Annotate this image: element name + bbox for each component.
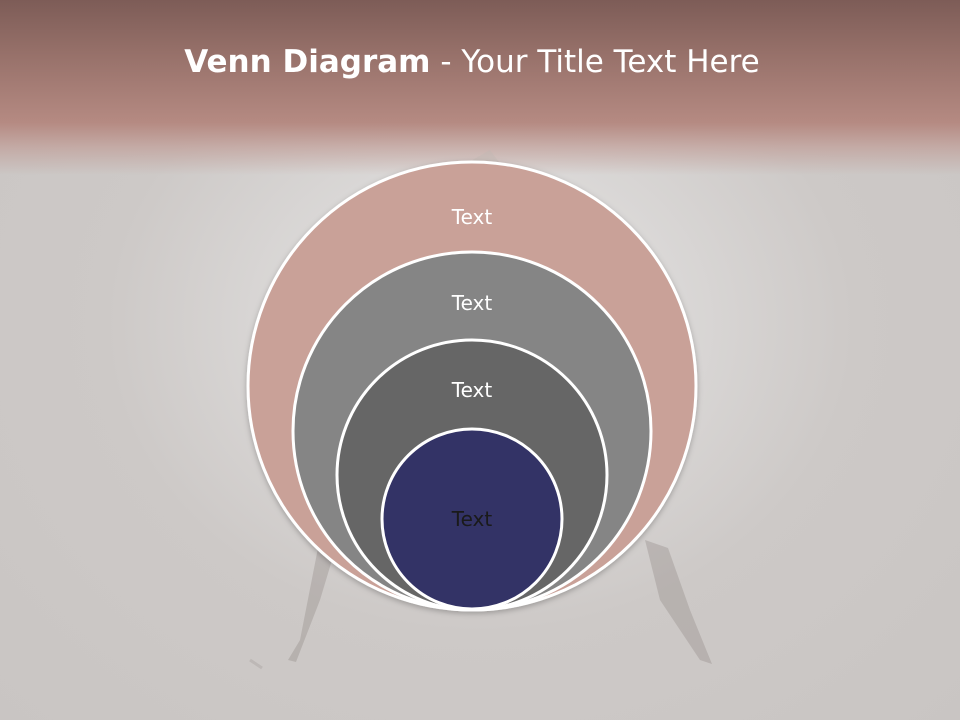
circle-outer-label: Text — [451, 205, 493, 229]
circle-inner-shape — [380, 427, 564, 611]
circle-inner-label: Text — [451, 507, 493, 531]
slide-title-rest: - Your Title Text Here — [430, 44, 760, 80]
circle-inner[interactable]: Text — [380, 427, 564, 611]
slide-title-bold: Venn Diagram — [184, 44, 431, 80]
slide-title: Venn Diagram - Your Title Text Here — [0, 40, 944, 84]
title-banner — [0, 0, 960, 175]
circle-third-label: Text — [451, 378, 493, 402]
circle-second-label: Text — [451, 291, 493, 315]
